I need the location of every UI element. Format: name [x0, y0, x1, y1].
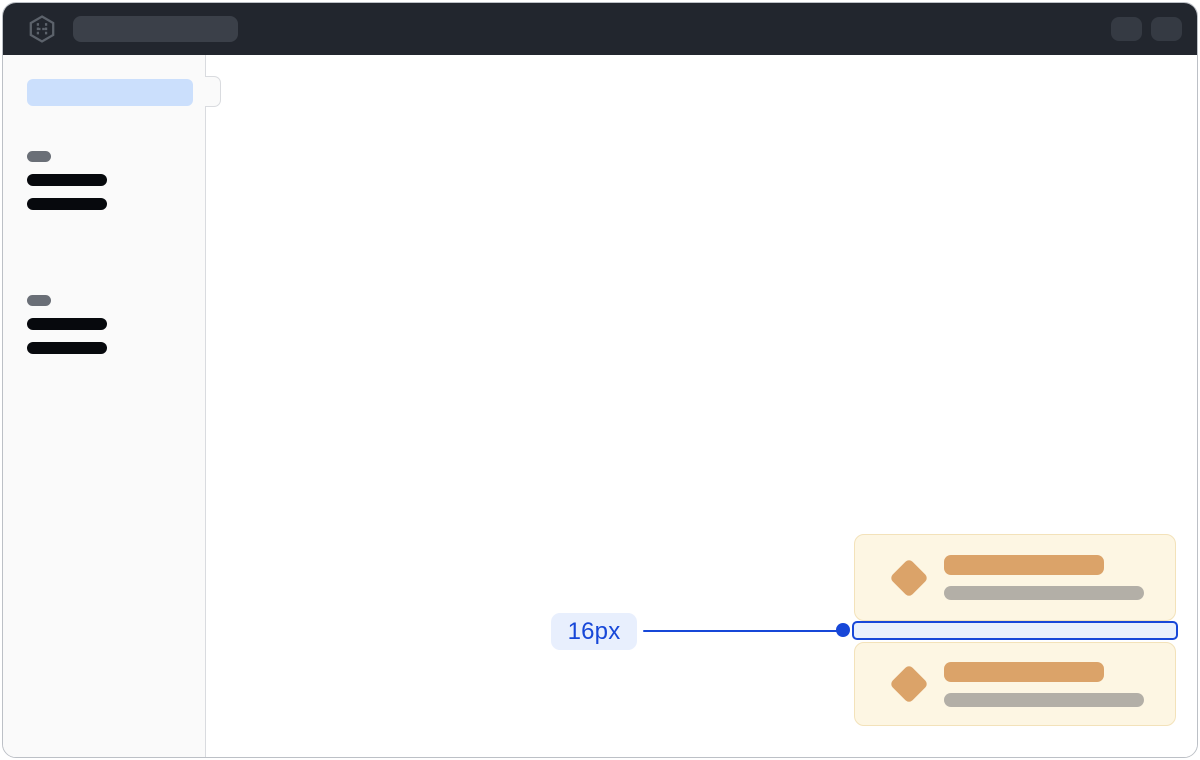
card-2-text-skeletons — [944, 661, 1144, 707]
sidebar-group-1-item-1-skeleton[interactable] — [27, 174, 107, 186]
alert-card-2[interactable] — [854, 642, 1176, 726]
card-2-subtitle-skeleton — [944, 692, 1144, 707]
card-2-title-skeleton — [944, 661, 1104, 682]
sidebar-group-1-label-skeleton — [27, 151, 51, 162]
sidebar-collapse-handle[interactable] — [204, 76, 221, 107]
sidebar — [3, 55, 206, 757]
card-1-subtitle-skeleton — [944, 586, 1144, 600]
topbar-action-button-1[interactable] — [1111, 17, 1142, 41]
sidebar-group-1-item-2-skeleton[interactable] — [27, 198, 107, 210]
card-1-text-skeletons — [944, 555, 1144, 600]
search-input-skeleton[interactable] — [73, 16, 238, 42]
spacing-gap-highlight — [852, 621, 1178, 640]
spacing-measure-label: 16px — [551, 613, 637, 650]
sidebar-group-2-item-2-skeleton[interactable] — [27, 342, 107, 354]
alert-card-1[interactable] — [854, 534, 1176, 621]
diamond-icon — [889, 557, 929, 598]
sidebar-group-2-label-skeleton — [27, 295, 51, 306]
topbar-action-button-2[interactable] — [1151, 17, 1182, 41]
spacing-measure-line — [643, 629, 844, 632]
top-nav-bar — [3, 3, 1197, 55]
hashicorp-logo-icon — [29, 15, 55, 43]
sidebar-active-item-skeleton[interactable] — [27, 79, 193, 106]
main-content: 16px — [206, 55, 1197, 757]
diamond-icon — [889, 664, 929, 704]
sidebar-group-2-item-1-skeleton[interactable] — [27, 318, 107, 330]
card-1-title-skeleton — [944, 555, 1104, 575]
spacing-measure-dot — [836, 623, 850, 637]
